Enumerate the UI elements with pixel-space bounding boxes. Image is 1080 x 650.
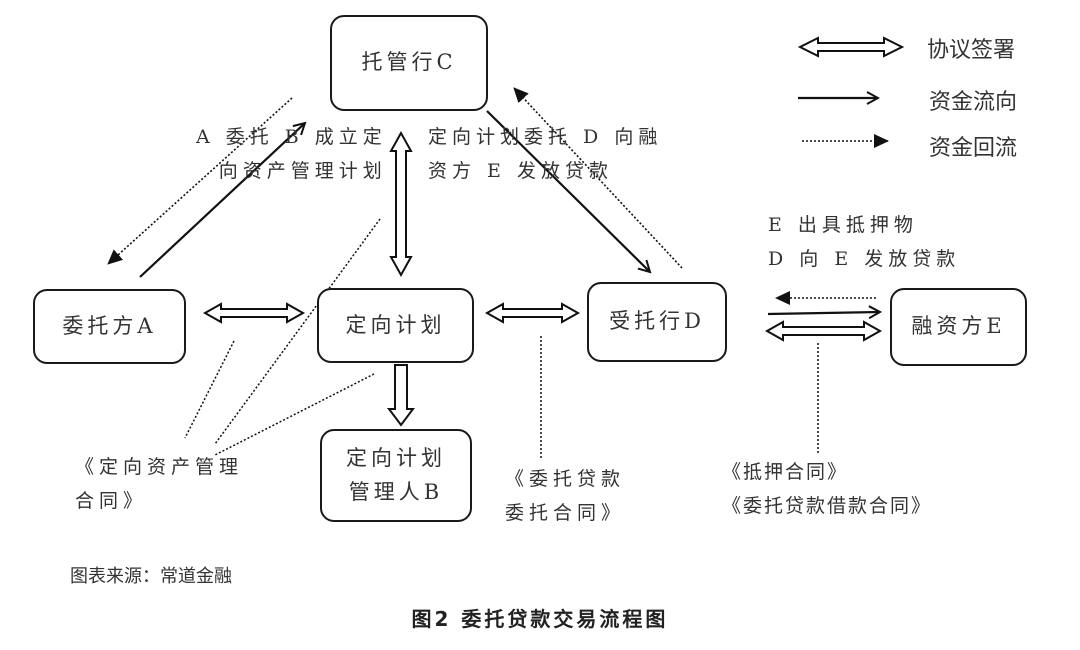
agreement-arrow-d-e bbox=[764, 320, 883, 342]
agreement-arrow-plan-d bbox=[484, 302, 581, 324]
legend-double-hollow-arrow bbox=[797, 36, 905, 58]
label-e-collateral: E 出具抵押物 D 向 E 发放贷款 bbox=[768, 214, 961, 270]
label-entrusted-loan-contract: 《委托贷款 委托合同》 bbox=[505, 468, 626, 524]
label-plan-entrusts-d: 定向计划委托 D 向融 资方 E 发放贷款 bbox=[428, 126, 663, 182]
fund-flow-d-to-e bbox=[767, 312, 880, 314]
agreement-arrow-a-plan bbox=[202, 302, 306, 324]
fund-flow-a-to-c bbox=[139, 123, 305, 278]
label-mortgage-loan-contracts: 《抵押合同》 《委托贷款借款合同》 bbox=[722, 461, 933, 517]
node-custodian-c: 托管行C bbox=[330, 15, 488, 111]
contract-connector-1 bbox=[184, 340, 235, 439]
contract-connector-2 bbox=[214, 218, 381, 445]
node-principal-a: 委托方A bbox=[33, 289, 186, 364]
fund-return-c-to-a bbox=[107, 97, 293, 265]
fund-return-d-to-c bbox=[513, 87, 683, 269]
legend-label-fund-return: 资金回流 bbox=[929, 136, 1018, 161]
agreement-arrow-plan-b bbox=[387, 364, 415, 427]
node-directed-plan: 定向计划 bbox=[317, 288, 474, 363]
legend-label-fund-flow: 资金流向 bbox=[929, 90, 1018, 115]
fund-flow-c-to-d bbox=[486, 110, 650, 272]
node-plan-manager-b: 定向计划 管理人B bbox=[320, 429, 472, 522]
node-borrower-e: 融资方E bbox=[890, 288, 1027, 366]
label-asset-mgmt-contract: 《定向资产管理 合同》 bbox=[75, 456, 244, 512]
agreement-arrow-c-plan bbox=[389, 130, 413, 278]
label-a-entrusts-b: A 委托 B 成立定 向资产管理计划 bbox=[196, 126, 387, 182]
figure-caption: 图2 委托贷款交易流程图 bbox=[411, 607, 669, 631]
node-trustee-bank-d: 受托行D bbox=[587, 282, 727, 362]
legend-label-agreement: 协议签署 bbox=[927, 38, 1016, 63]
contract-connector-3 bbox=[214, 373, 375, 456]
figure-source: 图表来源：常道金融 bbox=[70, 566, 232, 587]
